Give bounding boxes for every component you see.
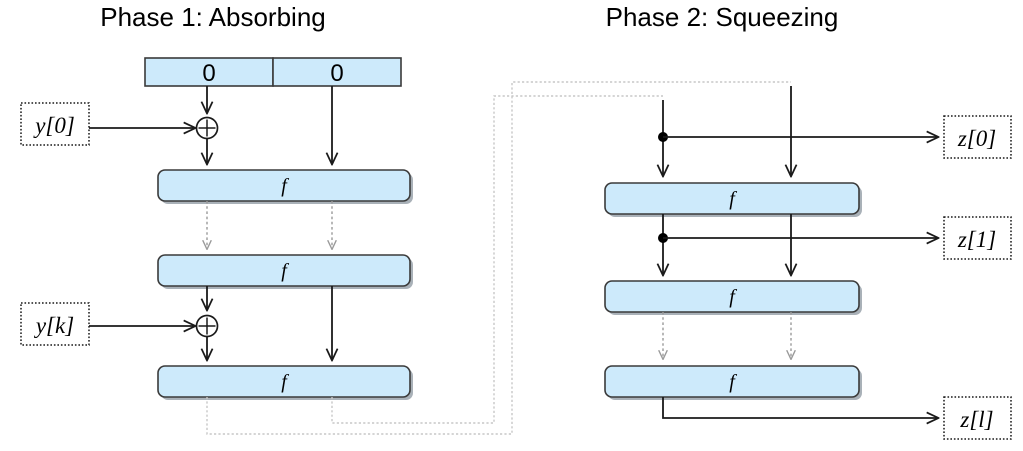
input-yk: y[k] xyxy=(20,302,195,346)
phase2-f-block-2-box xyxy=(604,280,860,313)
phase1-f-block-3: f xyxy=(157,365,413,400)
phase2-f-block-3: f xyxy=(604,365,862,400)
phase1-f-block-2-label: f xyxy=(281,260,289,282)
input-yk-box xyxy=(20,302,90,346)
input-y0-box xyxy=(20,102,90,146)
phase1-f-block-1: f xyxy=(157,169,413,204)
input-y0: y[0] xyxy=(20,102,195,146)
phase2-f-block-3-label: f xyxy=(729,371,737,393)
output-zl-label: z[l] xyxy=(959,407,993,432)
phase1-f-block-2: f xyxy=(157,254,413,289)
output-zl-box xyxy=(943,396,1012,440)
phase2-f-block-1: f xyxy=(604,182,862,217)
xor-gate-0 xyxy=(195,116,219,140)
output-zl-arrow xyxy=(662,397,938,418)
xor-gate-k xyxy=(195,314,219,338)
phase2-f-block-3-box xyxy=(604,365,860,398)
phase1-f-block-1-box xyxy=(157,169,411,202)
output-zl: z[l] xyxy=(662,396,1012,440)
phase2-title: Phase 2: Squeezing xyxy=(606,2,839,32)
output-z0: z[0] xyxy=(658,115,1012,159)
phase1-f-block-1-label: f xyxy=(281,175,289,197)
phase1-f-block-3-box xyxy=(157,365,411,398)
phase1-f-block-2-box xyxy=(157,254,411,287)
phase2-f-block-1-box xyxy=(604,182,860,215)
phase1-title: Phase 1: Absorbing xyxy=(100,2,326,32)
output-z0-box xyxy=(943,115,1012,159)
phase2-f-block-1-label: f xyxy=(729,188,737,210)
input-yk-label: y[k] xyxy=(34,313,74,338)
initial-state-bar: 0 0 xyxy=(144,57,402,87)
output-z1-label: z[1] xyxy=(957,227,996,252)
state-cell-capacity-label: 0 xyxy=(330,60,343,87)
input-y0-label: y[0] xyxy=(33,113,75,138)
phase1-f-block-3-label: f xyxy=(281,371,289,393)
phase2-f-block-2-label: f xyxy=(729,286,737,308)
phase2-f-block-2: f xyxy=(604,280,862,315)
output-z0-label: z[0] xyxy=(957,126,996,151)
output-z1: z[1] xyxy=(658,216,1012,260)
state-cell-rate-label: 0 xyxy=(202,60,215,87)
output-z1-box xyxy=(943,216,1012,260)
state-cell-rate xyxy=(144,57,274,87)
state-cell-capacity xyxy=(272,57,402,87)
